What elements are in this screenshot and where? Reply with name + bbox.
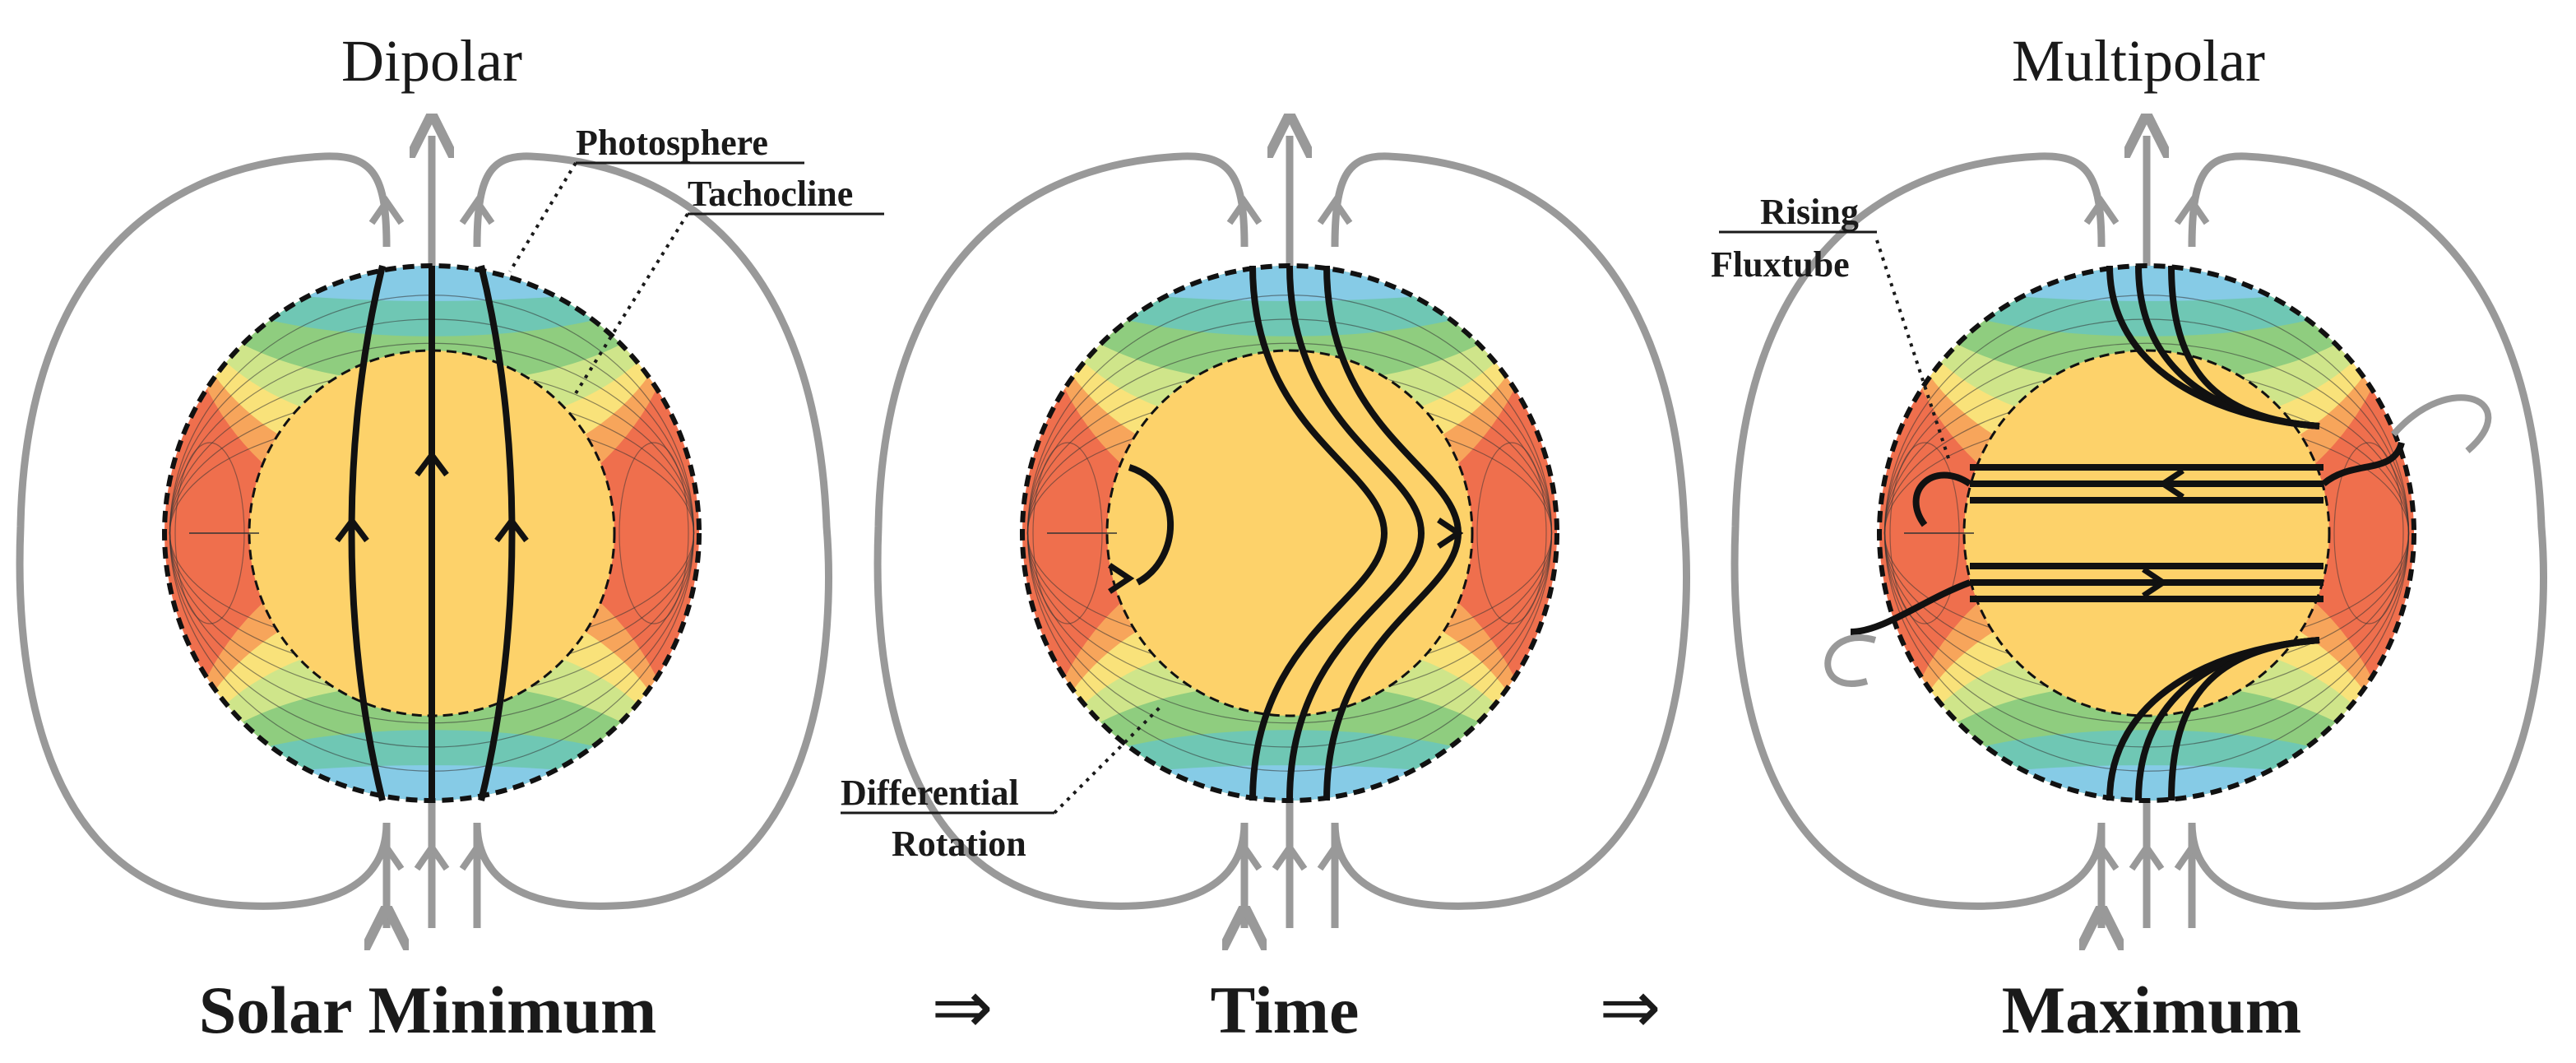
toroidal-bottom-curve-3 [2168, 637, 2320, 801]
rotation-label: Rotation [892, 824, 1026, 864]
shear-arrow-left [1108, 563, 1135, 594]
dipole-line-left [348, 265, 386, 801]
dipole-line-right [478, 265, 516, 801]
time-label: Time [1211, 972, 1360, 1047]
tachocline-label: Tachocline [688, 174, 853, 214]
time-arrow-1: ⇒ [931, 968, 993, 1049]
toroidal-arrow-top [2157, 468, 2185, 499]
time-arrow-2: ⇒ [1599, 968, 1661, 1049]
emerging-loop-left [1824, 634, 1877, 687]
shear-line-left-hook [1128, 464, 1174, 586]
photosphere-pointer [508, 161, 577, 273]
photosphere-label: Photosphere [576, 123, 768, 163]
solar-minimum-label: Solar Minimum [199, 972, 657, 1047]
rising-label: Rising [1760, 192, 1859, 232]
toroidal-arrow-bottom [2142, 567, 2169, 598]
fluxtube-squiggle-left [1912, 471, 1972, 527]
shear-line-2 [1286, 265, 1425, 801]
shear-arrow-right [1437, 518, 1464, 549]
emerging-loop-right [2390, 394, 2492, 454]
differential-label: Differential [841, 773, 1019, 813]
fluxtube-squiggle-lower [1850, 579, 1971, 635]
sun-sphere-2 [1020, 263, 1559, 803]
sun-sphere-3 [1877, 263, 2416, 803]
shear-line-1 [1249, 265, 1388, 801]
maximum-label: Maximum [2002, 972, 2301, 1047]
fluxtube-pointer [1875, 239, 1951, 462]
multipolar-header: Multipolar [2012, 28, 2265, 94]
differential-pointer [1053, 706, 1161, 815]
dipolar-header: Dipolar [341, 28, 522, 94]
dipole-arrow-left [335, 516, 369, 543]
sun-sphere-1 [162, 263, 702, 803]
fluxtube-squiggle-right [2321, 441, 2405, 487]
fluxtube-label: Fluxtube [1711, 244, 1850, 285]
toroidal-top-curve-3 [2168, 265, 2320, 429]
dipole-arrow-center [415, 450, 449, 477]
dipole-arrow-right [494, 516, 529, 543]
